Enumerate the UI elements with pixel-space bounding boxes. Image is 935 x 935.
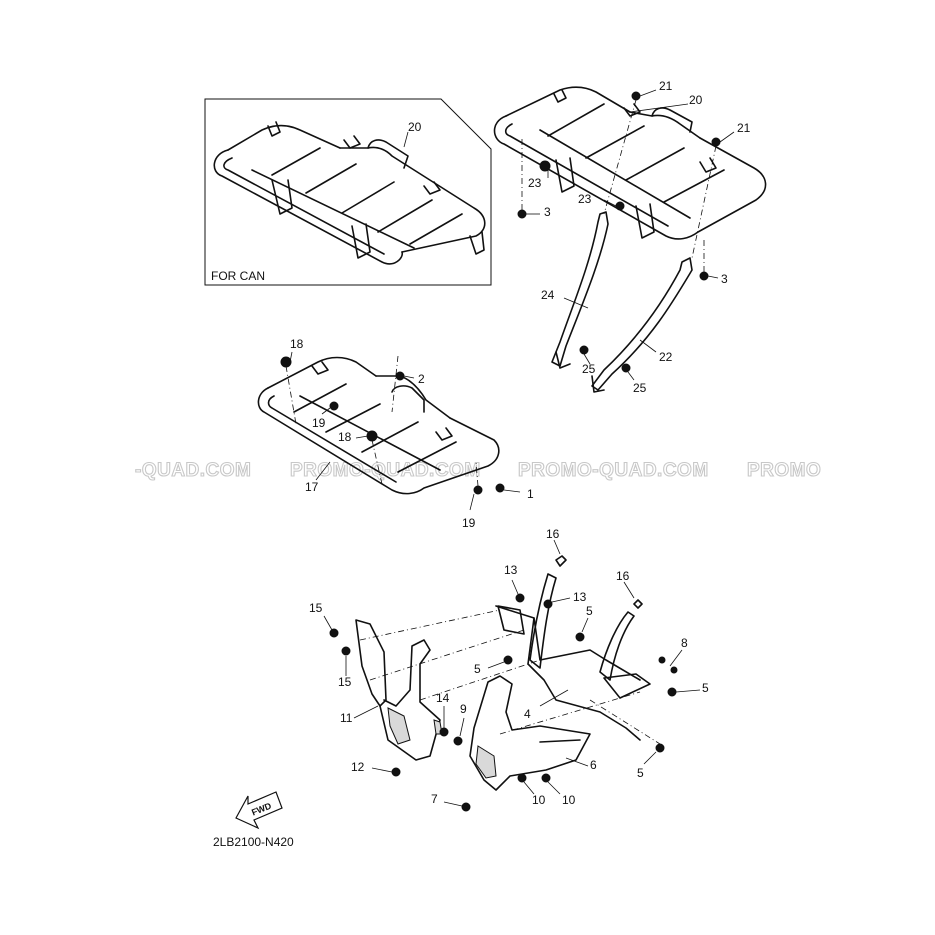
rear-rack-drawing: [493, 86, 767, 393]
callout-21-b: 21: [737, 121, 751, 135]
bumper-bolts: [329, 593, 678, 812]
callout-19-a: 19: [312, 416, 326, 430]
callout-10-b: 10: [562, 793, 576, 807]
callout-3-a: 3: [544, 205, 551, 219]
rear-rack-callouts: 21 20 21 23 3 23 3 24 22 25 25: [528, 79, 751, 395]
callout-15-a: 15: [309, 601, 323, 615]
callout-7: 7: [431, 792, 438, 806]
watermark-1: -QUAD.COM: [135, 460, 251, 481]
callout-23-b: 23: [578, 192, 592, 206]
callout-4: 4: [524, 707, 531, 721]
callout-19-b: 19: [462, 516, 476, 530]
callout-18-a: 18: [290, 337, 304, 351]
bumper-callouts: 16 13 13 16 15 5 8 5 15 5 14 4 11 9 6 5 …: [309, 527, 709, 807]
inset-frame: [204, 98, 492, 286]
callout-23-a: 23: [528, 176, 542, 190]
callout-13-b: 13: [573, 590, 587, 604]
callout-2: 2: [418, 372, 425, 386]
callout-3-b: 3: [721, 272, 728, 286]
callout-18-b: 18: [338, 430, 352, 444]
callout-5-a: 5: [586, 604, 593, 618]
inset-rack-drawing: [213, 121, 486, 265]
callout-16-b: 16: [616, 569, 630, 583]
watermark-4: PROMO: [747, 460, 821, 481]
callout-10-a: 10: [532, 793, 546, 807]
callout-5-b: 5: [474, 662, 481, 676]
callout-1: 1: [527, 487, 534, 501]
callout-13-a: 13: [504, 563, 518, 577]
inset-for-can: FOR CAN 20: [204, 98, 492, 286]
front-rack-callouts: 18 2 19 18 17 1 19: [290, 337, 534, 530]
callout-12: 12: [351, 760, 365, 774]
callout-5-d: 5: [637, 766, 644, 780]
watermark-row: -QUAD.COM PROMO-QUAD.COM PROMO-QUAD.COM …: [134, 459, 821, 481]
callout-5-c: 5: [702, 681, 709, 695]
callout-16-a: 16: [546, 527, 560, 541]
callout-15-b: 15: [338, 675, 352, 689]
callout-11: 11: [340, 711, 353, 725]
callout-14: 14: [436, 691, 450, 705]
front-rack-bolts: [280, 356, 505, 495]
front-rack-drawing: [257, 351, 521, 511]
callout-17: 17: [305, 480, 319, 494]
fwd-arrow-icon: FWD: [235, 791, 283, 830]
callout-9: 9: [460, 702, 467, 716]
callout-21-a: 21: [659, 79, 673, 93]
callout-20-inset: 20: [408, 120, 422, 134]
callout-25-a: 25: [582, 362, 596, 376]
watermark-2: PROMO-QUAD.COM: [290, 460, 481, 481]
callout-8: 8: [681, 636, 688, 650]
bumper-drawing: [323, 539, 701, 812]
callout-20: 20: [689, 93, 703, 107]
drawing-code: 2LB2100-N420: [213, 835, 294, 849]
callout-22: 22: [659, 350, 673, 364]
callout-24: 24: [541, 288, 555, 302]
inset-label: FOR CAN: [211, 269, 265, 283]
watermark-3: PROMO-QUAD.COM: [518, 460, 709, 481]
callout-6: 6: [590, 758, 597, 772]
callout-25-b: 25: [633, 381, 647, 395]
